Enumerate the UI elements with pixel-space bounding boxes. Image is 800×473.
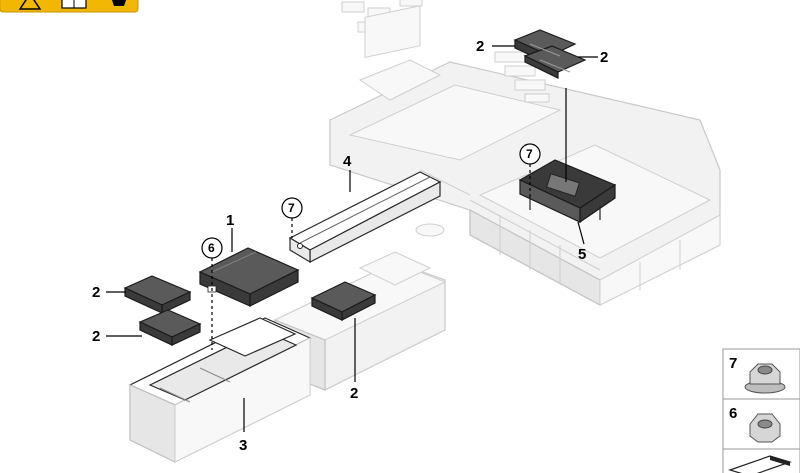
- hand-icon: [112, 0, 126, 6]
- battery-tray-module: [128, 317, 312, 463]
- callout-part-3: 3: [239, 437, 247, 454]
- legend-item-6-label: 6: [729, 405, 737, 422]
- parts-legend: 7 6: [722, 348, 800, 473]
- callout-part-2-top-right: 2: [600, 49, 608, 66]
- connector-plug-pair: [513, 29, 587, 79]
- leader-lines: [106, 45, 598, 432]
- circled-callout-7-right: 7: [519, 143, 541, 165]
- hex-nut-icon: [749, 413, 781, 443]
- warning-badge: [0, 0, 139, 13]
- callout-part-2-top-left: 2: [476, 38, 484, 55]
- connector-left-lower: [138, 309, 202, 346]
- scale-arrow-icon: [728, 455, 792, 473]
- legend-item-7-label: 7: [729, 355, 737, 372]
- circled-callout-7-right-label: 7: [526, 147, 533, 161]
- connector-left-upper: [123, 275, 192, 314]
- circled-callout-7-left: 7: [281, 197, 303, 219]
- callout-part-1: 1: [226, 212, 234, 229]
- warning-triangle-icon: [18, 0, 42, 10]
- callout-part-2-left-upper: 2: [92, 284, 100, 301]
- circled-callout-7-left-label: 7: [288, 201, 295, 215]
- callout-part-2-left-lower: 2: [92, 328, 100, 345]
- callout-part-2-bottom: 2: [350, 385, 358, 402]
- manual-book-icon: [61, 0, 87, 9]
- connector-module-bottom: [310, 281, 377, 321]
- flange-nut-icon: [744, 363, 786, 394]
- module-controller-bracket: [518, 159, 617, 224]
- callout-part-5: 5: [578, 246, 586, 263]
- circled-callout-6-label: 6: [208, 241, 215, 255]
- circled-callout-6: 6: [201, 237, 223, 259]
- cell-contact-rail: [288, 171, 442, 264]
- control-unit: [198, 247, 300, 307]
- callout-part-4: 4: [343, 153, 352, 170]
